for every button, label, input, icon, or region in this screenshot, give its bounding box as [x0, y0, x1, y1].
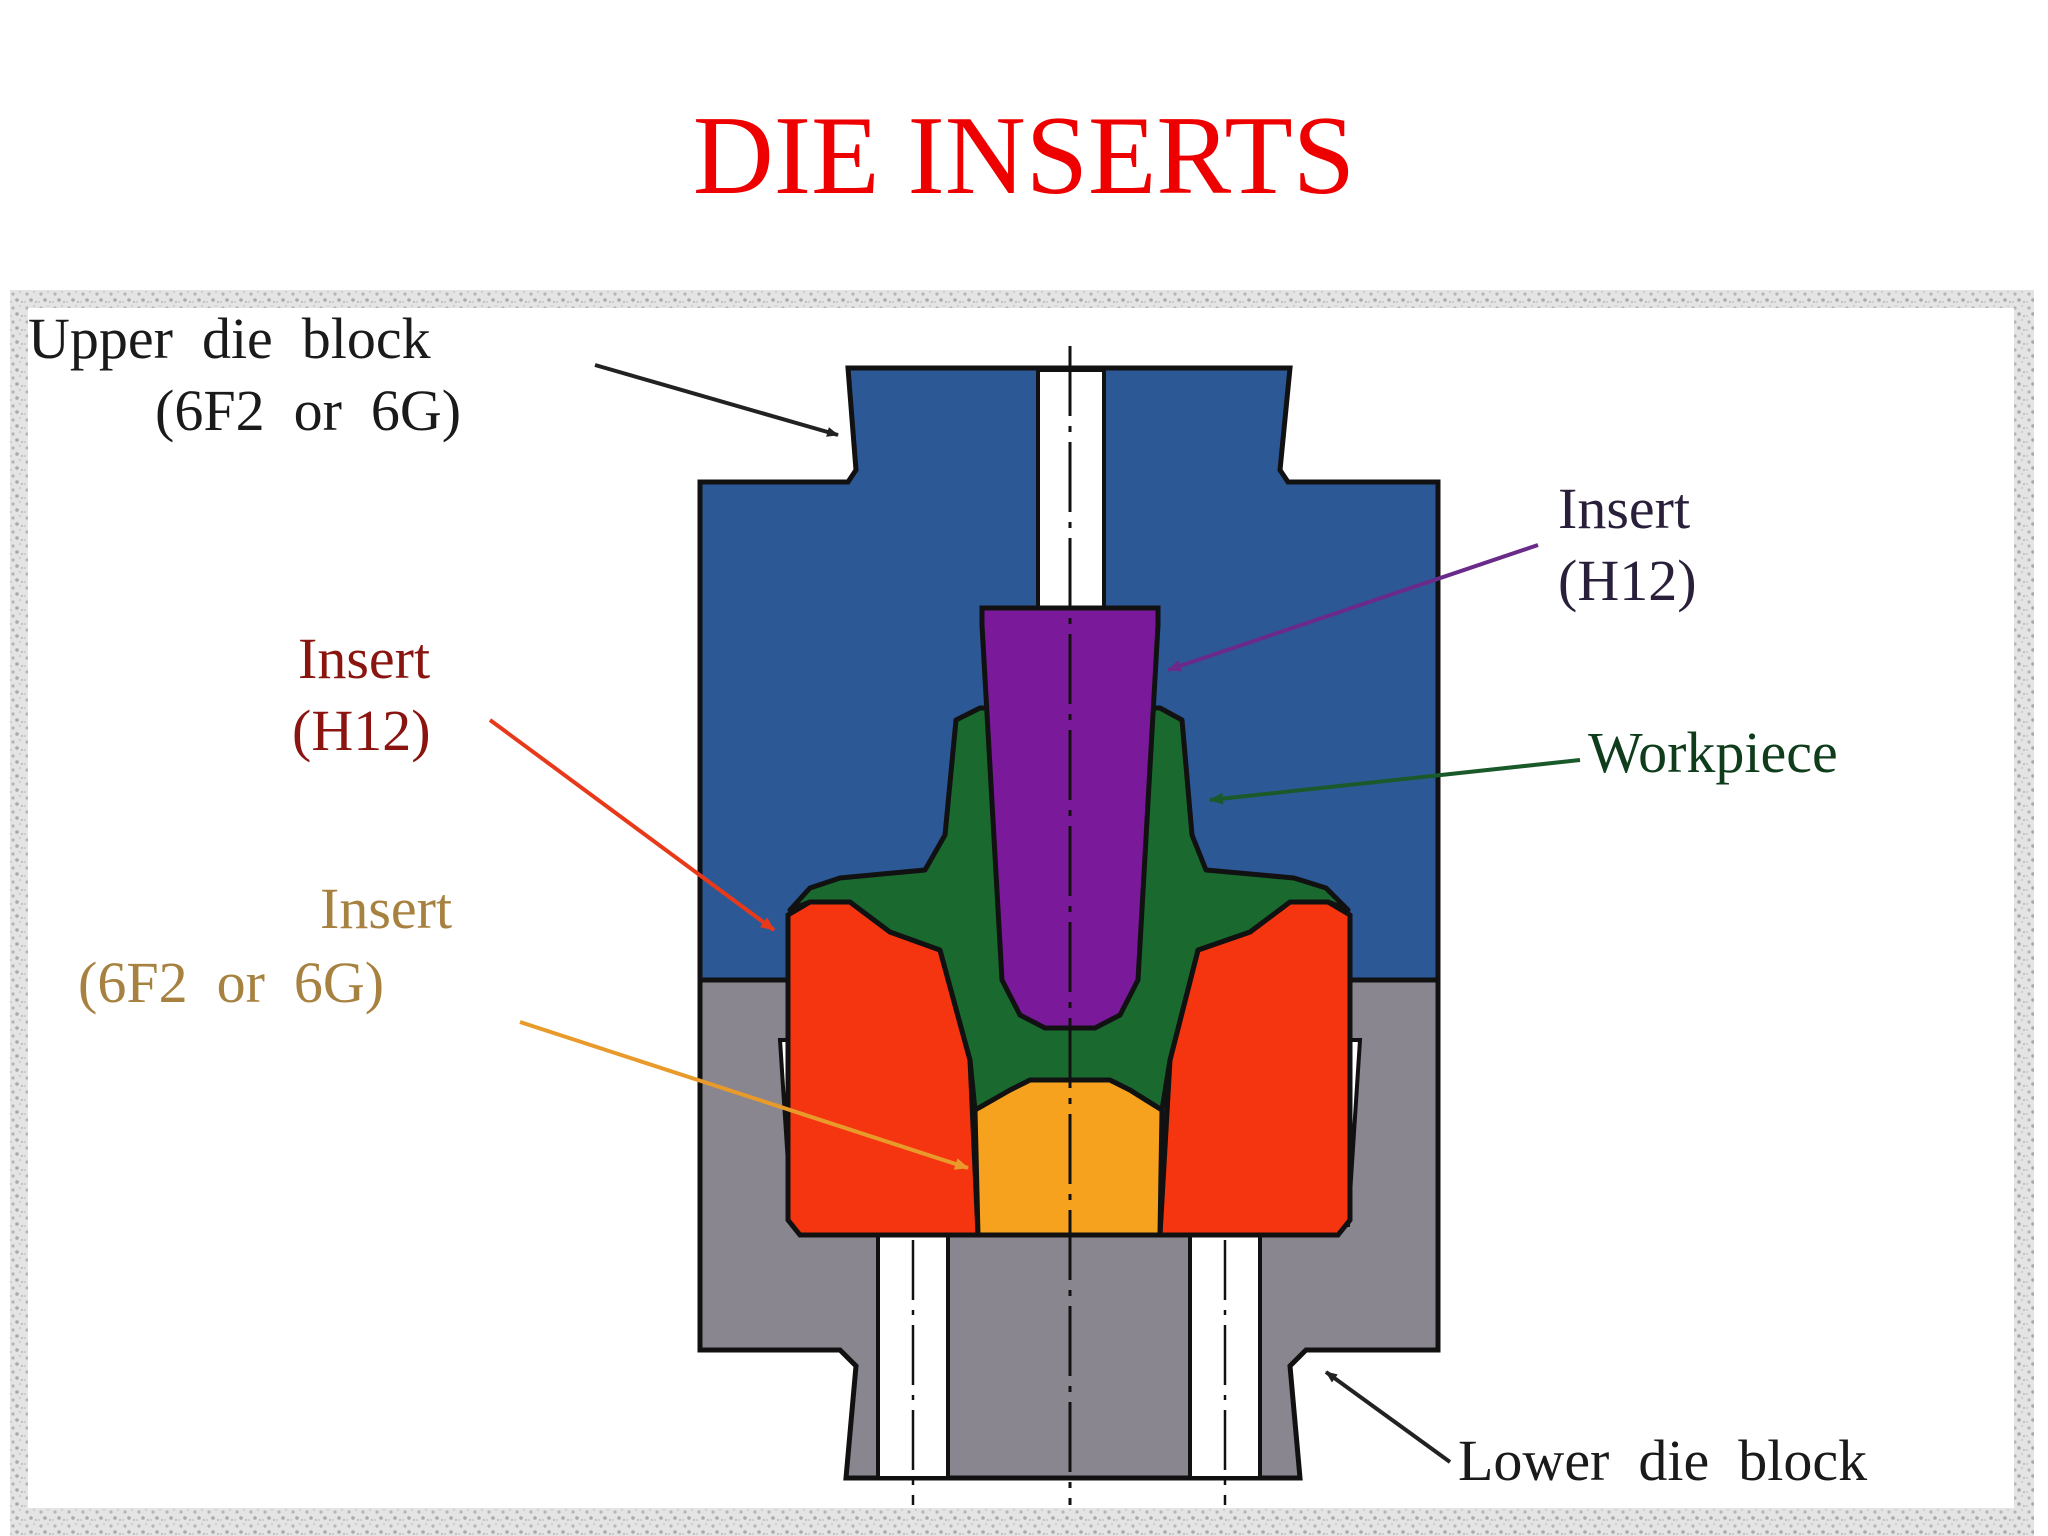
arrow-workpiece — [1209, 758, 1581, 805]
label-upper-die-block-line2: (6F2 or 6G) — [155, 378, 461, 443]
label-workpiece: Workpiece — [1588, 720, 1838, 785]
label-insert-left-6f2-line1: Insert — [320, 876, 452, 941]
purple-insert — [979, 605, 1161, 1031]
label-upper-die-block-line1: Upper die block — [28, 306, 431, 371]
die-insert-diagram: Upper die block (6F2 or 6G) Insert (H12)… — [10, 290, 2034, 1536]
label-lower-die-block: Lower die block — [1458, 1428, 1867, 1493]
label-insert-left-h12-line1: Insert — [298, 626, 430, 691]
arrow-lower-die-block — [1324, 1370, 1452, 1464]
label-insert-left-6f2-line2: (6F2 or 6G) — [78, 950, 384, 1015]
arrow-upper-die-block — [594, 363, 839, 437]
arrow-insert-top-right — [1167, 543, 1539, 672]
arrow-insert-left-6f2 — [519, 1020, 969, 1170]
label-insert-top-right-line2: (H12) — [1558, 548, 1697, 613]
slide-title: DIE INSERTS — [692, 94, 1356, 218]
label-insert-left-h12-line2: (H12) — [292, 698, 431, 763]
label-insert-top-right-line1: Insert — [1558, 476, 1690, 541]
arrow-insert-left-h12 — [488, 718, 776, 932]
